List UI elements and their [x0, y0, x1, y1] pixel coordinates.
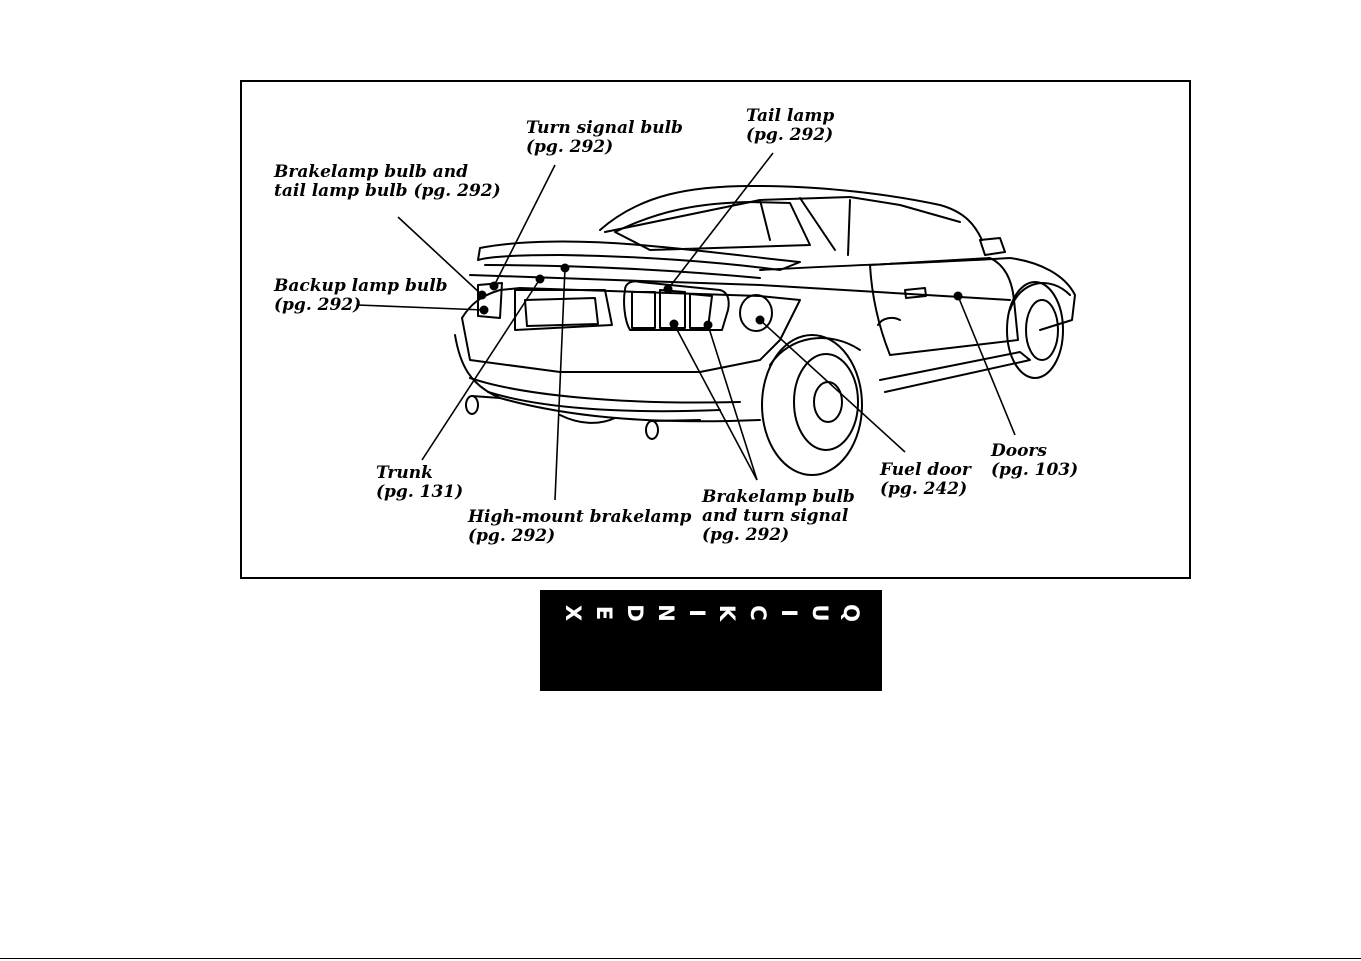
label-line: Brakelamp bulb and — [274, 163, 501, 182]
quick-index-tab: X E D N I K C I U Q — [540, 590, 882, 691]
label-line: Trunk — [376, 464, 463, 483]
label-page: (pg. 292) — [468, 527, 691, 546]
quick-index-letter: D — [621, 603, 647, 623]
quick-index-letters: X E D N I K C I U Q — [540, 600, 882, 626]
label-trunk: Trunk (pg. 131) — [376, 464, 463, 502]
label-line: and turn signal — [702, 507, 855, 526]
label-doors: Doors (pg. 103) — [991, 442, 1078, 480]
quick-index-letter: C — [744, 603, 770, 623]
leader-tail-lamp — [668, 153, 773, 289]
label-tail-lamp: Tail lamp (pg. 292) — [746, 107, 834, 145]
label-page: (pg. 131) — [376, 483, 463, 502]
front-wheel — [1007, 282, 1063, 378]
label-fuel-door: Fuel door (pg. 242) — [880, 461, 971, 499]
label-page: (pg. 292) — [274, 296, 448, 315]
quick-index-letter: K — [713, 603, 739, 623]
quick-index-letter: X — [559, 603, 585, 623]
label-brakelamp-tail-lamp-bulb: Brakelamp bulb and tail lamp bulb (pg. 2… — [274, 163, 501, 201]
label-line: tail lamp bulb (pg. 292) — [274, 182, 501, 201]
leader-high-mount — [555, 268, 565, 500]
quick-index-letter: Q — [837, 603, 863, 623]
label-page: (pg. 242) — [880, 480, 971, 499]
label-brakelamp-bulb-turn-signal: Brakelamp bulb and turn signal (pg. 292) — [702, 488, 855, 545]
label-line: High-mount brakelamp — [468, 508, 691, 527]
label-high-mount-brakelamp: High-mount brakelamp (pg. 292) — [468, 508, 691, 546]
label-backup-lamp-bulb: Backup lamp bulb (pg. 292) — [274, 277, 448, 315]
quick-index-letter: U — [806, 603, 832, 623]
label-line: Fuel door — [880, 461, 971, 480]
quick-index-letter: I — [775, 603, 801, 623]
quick-index-letter: I — [683, 603, 709, 623]
quick-index-letter: E — [590, 603, 616, 623]
label-turn-signal-bulb: Turn signal bulb (pg. 292) — [526, 119, 683, 157]
label-line: Tail lamp — [746, 107, 834, 126]
door-outline — [870, 258, 1018, 355]
label-line: Doors — [991, 442, 1078, 461]
label-line: Turn signal bulb — [526, 119, 683, 138]
label-line: Backup lamp bulb — [274, 277, 448, 296]
label-page: (pg. 292) — [702, 526, 855, 545]
label-page: (pg. 292) — [526, 138, 683, 157]
label-page: (pg. 103) — [991, 461, 1078, 480]
page-bottom-rule — [0, 958, 1361, 959]
quick-index-letter: N — [652, 603, 678, 623]
label-page: (pg. 292) — [746, 126, 834, 145]
leader-turn-signal — [494, 165, 555, 286]
label-line: Brakelamp bulb — [702, 488, 855, 507]
